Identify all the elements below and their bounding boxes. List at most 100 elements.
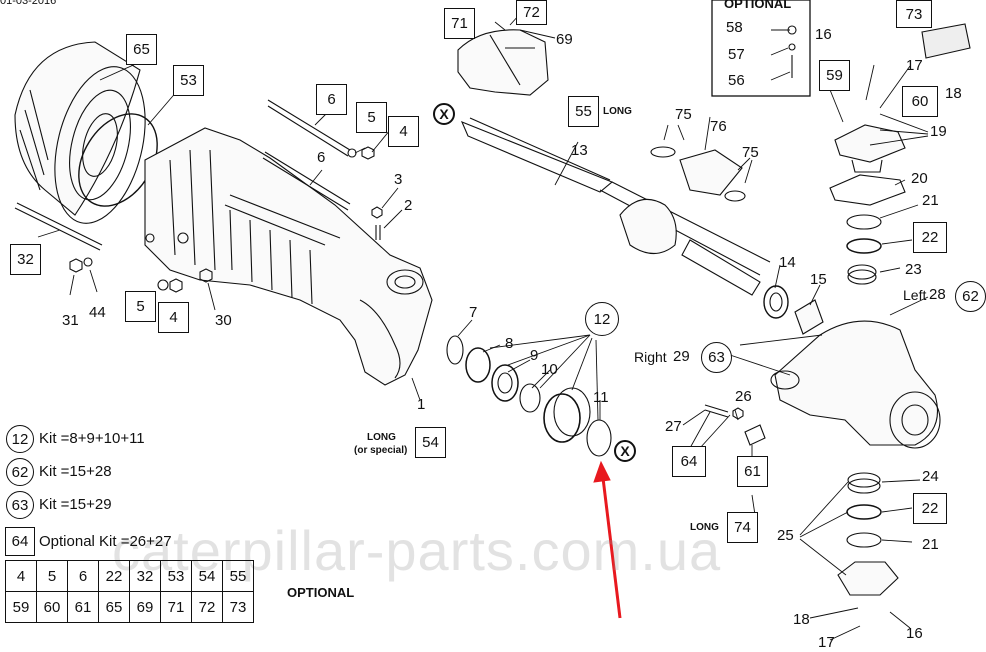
bearing-cup-drawing [543, 393, 581, 443]
callout-17-bottom: 17 [818, 634, 835, 651]
callout-26: 26 [735, 388, 752, 405]
wheel-hub-drawing [14, 41, 146, 224]
ring-8-drawing [465, 347, 491, 383]
callout-74: 74 [727, 512, 758, 543]
callout-4-top: 4 [388, 116, 419, 147]
grid-cell: 6 [67, 560, 99, 592]
grid-cell: 4 [5, 560, 37, 592]
callout-65: 65 [126, 34, 157, 65]
callout-64-small: 64 [672, 446, 706, 477]
disk-11-drawing [586, 419, 612, 457]
callout-6-top: 6 [316, 84, 347, 115]
label-long-74: LONG [690, 522, 719, 533]
callout-72: 72 [516, 0, 547, 25]
callout-71: 71 [444, 8, 475, 39]
callout-29: 29 [673, 348, 690, 365]
callout-8: 8 [505, 335, 514, 352]
callout-60: 60 [902, 86, 938, 117]
label-or-special: (or special) [354, 445, 408, 456]
king-pin-base-drawing [837, 561, 899, 596]
callout-21-bottom: 21 [922, 536, 939, 553]
bushing-15-drawing [794, 299, 824, 335]
callout-11: 11 [593, 389, 609, 406]
callout-54: 54 [415, 427, 446, 458]
callout-2: 2 [404, 197, 413, 214]
ring-22-top-drawing [846, 238, 882, 254]
optional-grid-row-2: 59 60 61 65 69 71 72 73 [5, 591, 254, 623]
grid-cell: 71 [160, 591, 192, 623]
steering-knuckle-drawing [774, 320, 939, 446]
legend-63-circle: 63 [6, 491, 34, 519]
grid-cell: 53 [160, 560, 192, 592]
callout-16-bottom: 16 [906, 625, 923, 642]
grid-cell: 55 [222, 560, 254, 592]
callout-25: 25 [777, 527, 794, 544]
callout-7: 7 [469, 304, 478, 321]
callout-76: 76 [710, 118, 727, 135]
callout-16-top: 16 [815, 26, 832, 43]
callout-63-circle: 63 [701, 342, 732, 373]
seal-21-bottom-drawing [846, 532, 882, 548]
callout-30: 30 [215, 312, 232, 329]
ring-22-bottom-drawing [846, 504, 882, 520]
u-joint-76-drawing [679, 149, 743, 196]
callout-17-top: 17 [906, 57, 923, 74]
grid-cell: 60 [36, 591, 68, 623]
x-marker-bottom: X [614, 440, 636, 462]
legend-12-text: Kit =8+9+10+11 [39, 430, 145, 447]
cap-73-drawing [921, 23, 971, 59]
callout-14: 14 [779, 254, 796, 271]
seal-10-drawing [519, 383, 541, 413]
optional-group-frame [711, 0, 811, 97]
callout-31: 31 [62, 312, 79, 329]
grid-cell: 54 [191, 560, 223, 592]
bolt-6-upper-drawing [267, 99, 351, 157]
label-long-55: LONG [603, 106, 632, 117]
grid-cell: 73 [222, 591, 254, 623]
bearing-24-drawing [847, 472, 881, 488]
optional-grid-row-1: 4 5 6 22 32 53 54 55 [5, 560, 254, 592]
optional-parts-grid: 4 5 6 22 32 53 54 55 59 60 61 65 69 71 7… [5, 560, 254, 623]
date-fragment: 01-03-2016 [0, 0, 57, 7]
diff-carrier-drawing [457, 29, 549, 96]
callout-44: 44 [89, 304, 106, 321]
legend-12-circle: 12 [6, 425, 34, 453]
callout-22-top: 22 [913, 222, 947, 253]
callout-22-bottom: 22 [913, 493, 947, 524]
callout-3: 3 [394, 171, 403, 188]
grid-cell: 61 [67, 591, 99, 623]
callout-73: 73 [896, 0, 932, 28]
nut-4-drawing [361, 146, 375, 160]
callout-27: 27 [665, 418, 682, 435]
callout-15: 15 [810, 271, 827, 288]
callout-58: 58 [726, 19, 743, 36]
callout-21-top: 21 [922, 192, 939, 209]
label-optional-top: OPTIONAL [724, 0, 792, 11]
callout-32: 32 [10, 244, 41, 275]
callout-20: 20 [911, 170, 928, 187]
callout-56: 56 [728, 72, 745, 89]
callout-62-circle: 62 [955, 281, 986, 312]
callout-57: 57 [728, 46, 745, 63]
stud-32-drawing [14, 202, 103, 251]
legend-64-text: Optional Kit =26+27 [39, 533, 172, 550]
bearing-23-drawing [847, 264, 877, 280]
callout-5-bottom: 5 [125, 291, 156, 322]
callout-9: 9 [530, 347, 539, 364]
callout-19: 19 [930, 123, 947, 140]
callout-24: 24 [922, 468, 939, 485]
callout-53: 53 [173, 65, 204, 96]
grid-cell: 59 [5, 591, 37, 623]
callout-5-top: 5 [356, 102, 387, 133]
callout-1: 1 [417, 396, 426, 413]
callout-59: 59 [819, 60, 850, 91]
callout-23: 23 [905, 261, 922, 278]
callout-6-middle: 6 [317, 149, 326, 166]
callout-13: 13 [571, 142, 588, 159]
callout-55: 55 [568, 96, 599, 127]
seal-21-top-drawing [846, 214, 882, 230]
grid-cell: 72 [191, 591, 223, 623]
callout-10: 10 [541, 361, 558, 378]
legend-62-text: Kit =15+28 [39, 463, 112, 480]
